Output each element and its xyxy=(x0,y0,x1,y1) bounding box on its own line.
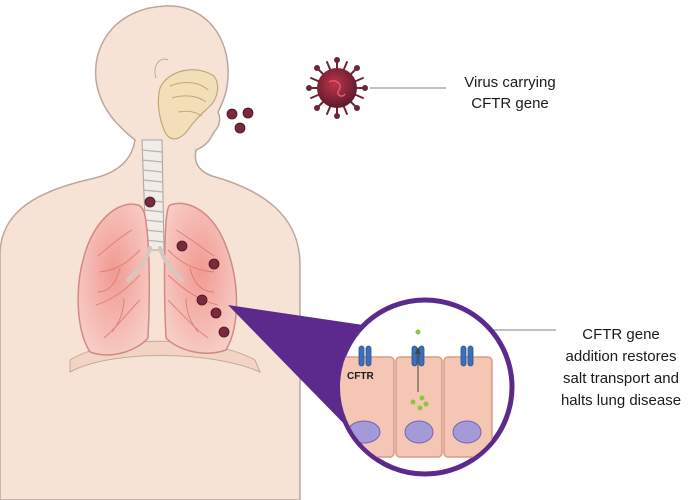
zoom-wedge xyxy=(228,305,370,432)
virus-particle xyxy=(242,107,254,119)
cftr-channel xyxy=(460,345,474,367)
cftr-cell-label: CFTR xyxy=(347,371,374,382)
callout-line: salt transport and xyxy=(563,370,679,387)
callout-line: halts lung disease xyxy=(560,392,682,409)
salt-ions xyxy=(410,329,429,411)
cell-nucleus xyxy=(404,420,434,444)
virus-particle xyxy=(144,196,156,208)
virus-particle xyxy=(226,108,238,120)
zoom-circle xyxy=(335,297,515,477)
callout-line: Virus carrying xyxy=(464,74,556,91)
callout-line: CFTR gene xyxy=(582,326,660,343)
virus-particle xyxy=(208,258,220,270)
cftr-channel xyxy=(411,345,425,367)
gene-addition-callout-text: CFTR gene addition restores salt transpo… xyxy=(548,324,694,412)
virus-callout-text: Virus carrying CFTR gene xyxy=(440,72,580,114)
virus-particle xyxy=(218,326,230,338)
cell-nucleus xyxy=(452,420,482,444)
callout-line: addition restores xyxy=(565,348,677,365)
virus-particle xyxy=(210,307,222,319)
virus-particle xyxy=(176,240,188,252)
trachea xyxy=(141,139,165,251)
cftr-channel xyxy=(358,345,372,367)
bronchi xyxy=(126,246,184,282)
virus-particle xyxy=(196,294,208,306)
virus-icon xyxy=(306,57,368,119)
virus-particle xyxy=(234,122,246,134)
virus-particles xyxy=(144,107,254,338)
callout-line: CFTR gene xyxy=(471,95,549,112)
left-lung xyxy=(77,203,151,356)
nasal-airway xyxy=(157,69,219,140)
